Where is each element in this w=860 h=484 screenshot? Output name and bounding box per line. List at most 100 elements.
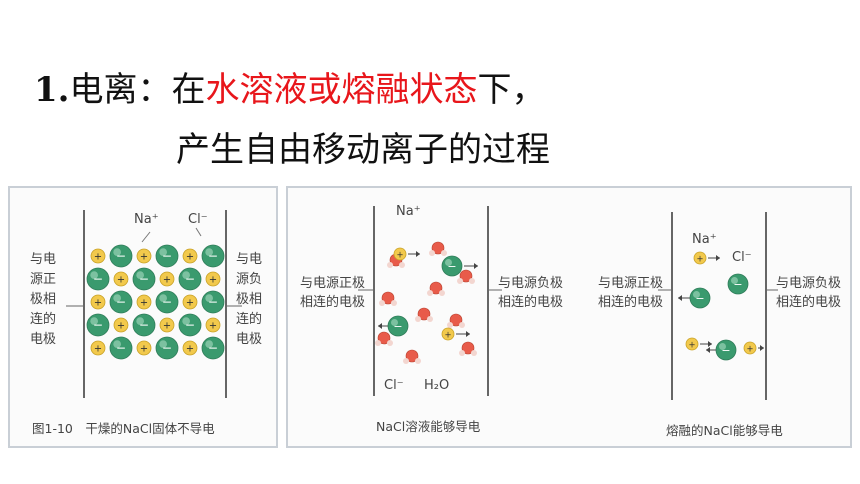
svg-text:−: − (393, 320, 402, 333)
motion-arrow (700, 341, 712, 347)
svg-text:+: + (696, 254, 703, 264)
label-line: 与电源负极 (498, 276, 564, 291)
solid-cl-label: Cl⁻ (188, 212, 208, 227)
chloride-ion: − (201, 290, 225, 314)
svg-text:−: − (208, 295, 218, 309)
sodium-ion: + (90, 248, 106, 264)
sodium-ion: + (159, 271, 175, 287)
water-molecule (447, 313, 465, 328)
heading-highlight: 水溶液或熔融状态 (205, 70, 478, 110)
svg-text:+: + (396, 250, 403, 260)
sodium-ion: + (743, 341, 757, 355)
sodium-ion: + (159, 317, 175, 333)
svg-text:+: + (688, 340, 695, 350)
svg-text:+: + (209, 321, 217, 332)
svg-text:−: − (116, 341, 126, 355)
solid-left-electrode-label: 与电 源正 极相 连的 电极 (30, 250, 56, 350)
sodium-ion: + (90, 340, 106, 356)
svg-text:−: − (116, 249, 126, 263)
heading-colon: ： (137, 70, 172, 110)
sodium-ion: + (113, 317, 129, 333)
svg-text:+: + (186, 298, 194, 309)
label-line: 相连的电极 (300, 295, 366, 310)
solid-caption: 图1-10 干燥的NaCl固体不导电 (32, 421, 215, 436)
water-molecule (387, 253, 405, 268)
sodium-ion: + (685, 337, 699, 351)
sodium-ion: + (441, 327, 455, 341)
label-line: 相连的电极 (598, 295, 664, 310)
svg-text:+: + (94, 298, 102, 309)
motion-arrow (408, 251, 420, 257)
sodium-ion: + (182, 248, 198, 264)
label-line: 电极 (236, 332, 263, 347)
label-line: 与电源负极 (776, 276, 842, 291)
svg-text:+: + (94, 252, 102, 263)
svg-text:+: + (746, 344, 753, 354)
water-molecule (457, 269, 475, 284)
solution-right-electrode-label: 与电源负极 相连的电极 (498, 274, 563, 312)
label-line: 与电源正极 (598, 276, 664, 291)
svg-text:−: − (139, 318, 149, 332)
heading-number: 1. (34, 70, 70, 110)
svg-text:−: − (733, 278, 742, 291)
heading-line-2: 产生自由移动离子的过程 (176, 130, 550, 170)
svg-text:−: − (208, 249, 218, 263)
sodium-ion: + (182, 294, 198, 310)
melt-ions: +−−+−+ (678, 251, 764, 361)
sodium-ion: + (182, 340, 198, 356)
chloride-ion: − (715, 339, 737, 361)
svg-text:+: + (117, 275, 125, 286)
svg-text:+: + (444, 330, 451, 340)
svg-text:−: − (208, 341, 218, 355)
sodium-ion: + (136, 340, 152, 356)
svg-text:+: + (163, 275, 171, 286)
melt-cl-label: Cl⁻ (732, 250, 752, 265)
ion-lattice: +−+−+−−+−+−++−+−+−−+−+−++−+−+− (86, 244, 225, 360)
melt-caption: 熔融的NaCl能够导电 (666, 423, 783, 438)
label-line: 相连的电极 (776, 295, 842, 310)
heading-term: 电离 (69, 70, 138, 110)
water-molecule (379, 291, 397, 306)
sodium-ion: + (113, 271, 129, 287)
figure-dry-solid: +−+−+−−+−+−++−+−+−−+−+−++−+−+− Na⁺ Cl⁻ 与… (8, 186, 278, 448)
label-line: 连的 (30, 312, 57, 327)
sodium-ion: + (205, 271, 221, 287)
solution-ions: + − − + (375, 241, 478, 364)
solid-lattice-drawing: +−+−+−−+−+−++−+−+−−+−+−++−+−+− (66, 210, 242, 398)
chloride-ion: − (201, 244, 225, 268)
solution-left-electrode-label: 与电源正极 相连的电极 (300, 274, 365, 312)
solid-na-label: Na⁺ (134, 212, 159, 227)
label-line: 连的 (236, 312, 263, 327)
chloride-ion: − (132, 267, 156, 291)
solution-melt-drawing: +−−+ +−−+−+ (358, 206, 778, 400)
svg-text:−: − (447, 260, 456, 273)
motion-arrow (456, 331, 470, 337)
sodium-ion: + (205, 317, 221, 333)
chloride-ion: − (155, 336, 179, 360)
svg-text:−: − (162, 295, 172, 309)
water-molecule (459, 341, 477, 356)
melt-left-electrode-label: 与电源正极 相连的电极 (598, 274, 663, 312)
chloride-ion: − (86, 267, 110, 291)
chloride-ion: − (178, 313, 202, 337)
melt-right-electrode-label: 与电源负极 相连的电极 (776, 274, 841, 312)
water-molecule (429, 241, 447, 256)
chloride-ion: − (109, 244, 133, 268)
svg-text:−: − (139, 272, 149, 286)
motion-arrow (464, 263, 478, 269)
svg-text:+: + (140, 252, 148, 263)
label-line: 与电 (30, 252, 57, 267)
svg-text:−: − (185, 318, 195, 332)
solution-caption: NaCl溶液能够导电 (376, 419, 481, 434)
chloride-ion: − (178, 267, 202, 291)
solid-right-electrode-label: 与电 源负 极相 连的 电极 (236, 250, 262, 350)
chloride-ion: − (155, 244, 179, 268)
sodium-ion: + (136, 294, 152, 310)
heading-post: 下， (477, 70, 546, 110)
svg-text:+: + (163, 321, 171, 332)
svg-text:−: − (162, 249, 172, 263)
svg-text:−: − (185, 272, 195, 286)
label-line: 源负 (236, 272, 263, 287)
water-molecule (415, 307, 433, 322)
svg-text:+: + (140, 298, 148, 309)
